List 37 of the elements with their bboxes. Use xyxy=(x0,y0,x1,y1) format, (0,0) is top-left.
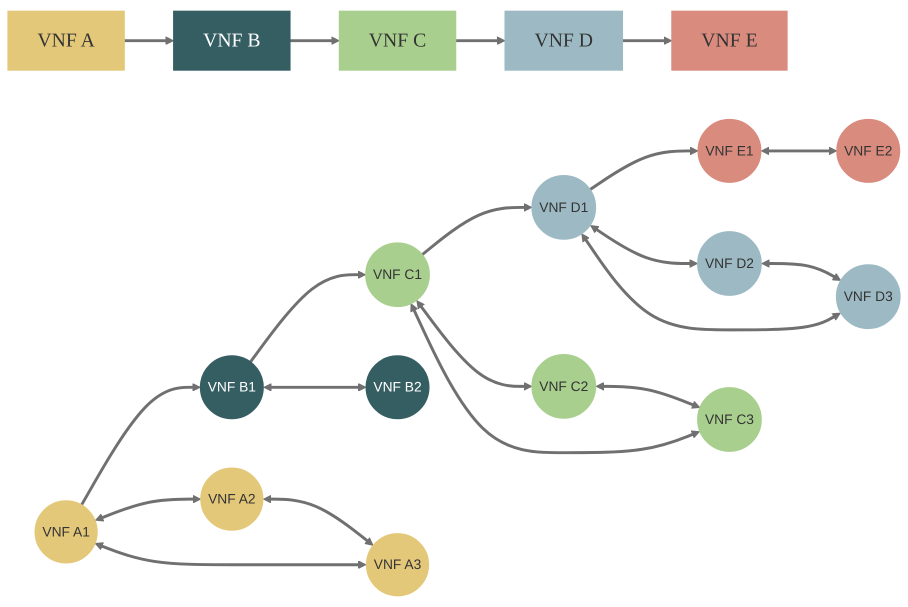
node-circle: VNF D1 xyxy=(531,175,596,240)
arrow xyxy=(760,146,838,156)
arrow xyxy=(249,270,366,363)
arrow xyxy=(410,303,700,454)
arrow xyxy=(262,494,374,546)
arrow xyxy=(622,36,672,46)
node-circle: VNF B1 xyxy=(200,355,264,420)
node-circle: VNF C3 xyxy=(697,387,762,452)
arrow xyxy=(761,259,842,281)
node-circle: VNF D2 xyxy=(697,231,762,296)
arrow xyxy=(94,542,366,570)
arrow xyxy=(596,382,700,409)
arrow xyxy=(456,36,506,46)
node-box: VNF B xyxy=(173,10,291,71)
arrow xyxy=(590,225,698,268)
arrow xyxy=(290,36,340,46)
arrow xyxy=(589,146,698,191)
node-circle: VNF C1 xyxy=(365,242,430,308)
node-circle: VNF C2 xyxy=(531,354,596,419)
node-box: VNF E xyxy=(671,10,788,71)
node-box: VNF A xyxy=(7,10,125,71)
arrow xyxy=(263,382,366,392)
node-box: VNF C xyxy=(338,10,456,71)
arrow xyxy=(581,233,841,332)
arrow xyxy=(416,300,532,391)
node-circle: VNF E1 xyxy=(697,118,762,183)
arrow xyxy=(80,382,201,506)
node-circle: VNF A2 xyxy=(200,468,264,531)
arrow xyxy=(95,494,202,522)
node-circle: VNF E2 xyxy=(836,118,900,183)
arrow xyxy=(124,36,174,46)
node-circle: VNF A1 xyxy=(34,500,98,564)
node-circle: VNF A3 xyxy=(366,533,430,596)
node-box: VNF D xyxy=(504,10,624,71)
node-circle: VNF D3 xyxy=(836,264,901,330)
node-circle: VNF B2 xyxy=(366,355,430,420)
arrow xyxy=(421,203,532,256)
